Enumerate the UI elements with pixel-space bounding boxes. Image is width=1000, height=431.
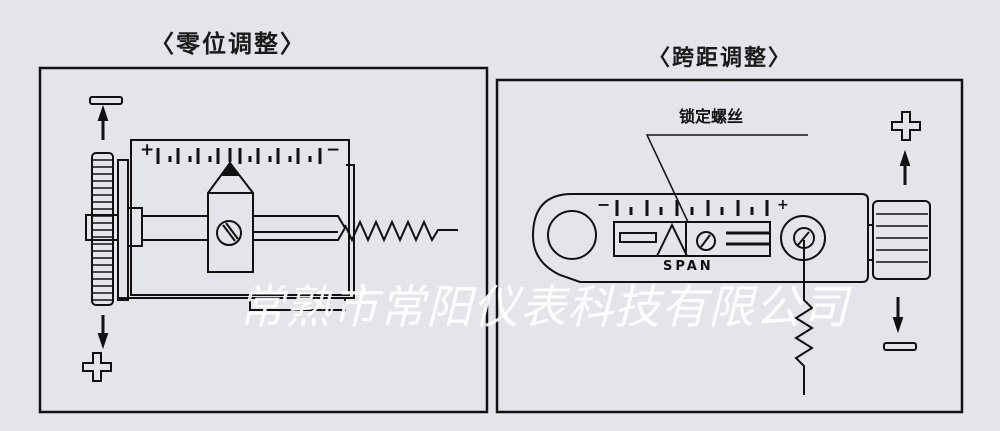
zero-scale-plus-label: +: [140, 140, 155, 160]
lock-screw-label: 锁定螺丝: [679, 107, 744, 126]
span-window: [613, 221, 771, 257]
arrow-up-icon: [899, 149, 911, 185]
span-plate-hole: [547, 210, 597, 260]
plus-icon: [82, 352, 112, 382]
zero-adjust-panel: [38, 66, 489, 414]
zero-pointer: [207, 161, 254, 273]
zero-adjust-scale-plate: [130, 139, 350, 296]
span-adjust-title: 〈跨距调整〉: [648, 46, 793, 71]
plus-icon: [891, 111, 921, 141]
arrow-down-icon: [97, 315, 109, 350]
zero-adjust-knurled-wheel[interactable]: [85, 152, 119, 306]
arrow-down-icon: [892, 297, 904, 334]
span-adjust-panel: [495, 78, 964, 414]
minus-icon: [883, 342, 917, 351]
arrow-up-icon: [97, 104, 109, 140]
zero-lock-screw-icon[interactable]: [216, 220, 242, 246]
zero-scale-minus-label: −: [326, 140, 341, 160]
span-plate: [531, 193, 869, 283]
span-scale-ticks: [615, 200, 769, 216]
zero-scale-ticks: [156, 148, 322, 164]
span-scale-plus-label: +: [777, 197, 789, 213]
zero-spring: [344, 219, 458, 243]
span-knurled-knob[interactable]: [868, 200, 931, 280]
span-spring: [794, 240, 814, 395]
span-lock-screw-icon[interactable]: [696, 231, 716, 251]
span-scale-minus-label: −: [597, 195, 611, 214]
span-label: SPAN: [663, 259, 714, 274]
company-watermark: 常熟市常阳仪表科技有限公司: [238, 280, 849, 334]
span-pointer: [655, 222, 689, 257]
zero-adjust-title: 〈零位调整〉: [150, 30, 306, 58]
minus-icon: [89, 96, 123, 105]
